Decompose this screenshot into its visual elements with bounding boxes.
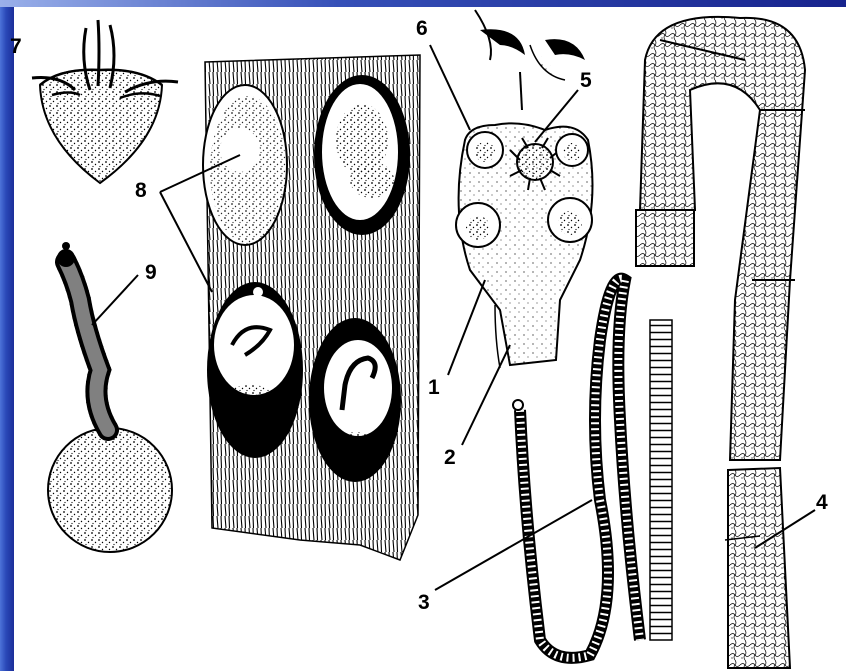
label-9: 9 [145, 262, 157, 283]
label-6: 6 [416, 18, 428, 39]
label-5: 5 [580, 70, 592, 91]
label-3: 3 [418, 592, 430, 613]
label-1: 1 [428, 377, 440, 398]
leader-lines [92, 45, 815, 590]
eggs-panel [203, 55, 420, 560]
label-4: 4 [816, 492, 828, 513]
label-8: 8 [135, 180, 147, 201]
cysticercus-figure [48, 242, 172, 552]
egg-bottom-right [309, 318, 401, 482]
label-2: 2 [444, 447, 456, 468]
egg-top-right [314, 75, 410, 235]
oncosphere-figure [32, 20, 178, 183]
label-7: 7 [10, 36, 22, 57]
scolex-figure [456, 10, 593, 368]
egg-bottom-left [207, 282, 303, 458]
egg-top-left [203, 85, 287, 245]
